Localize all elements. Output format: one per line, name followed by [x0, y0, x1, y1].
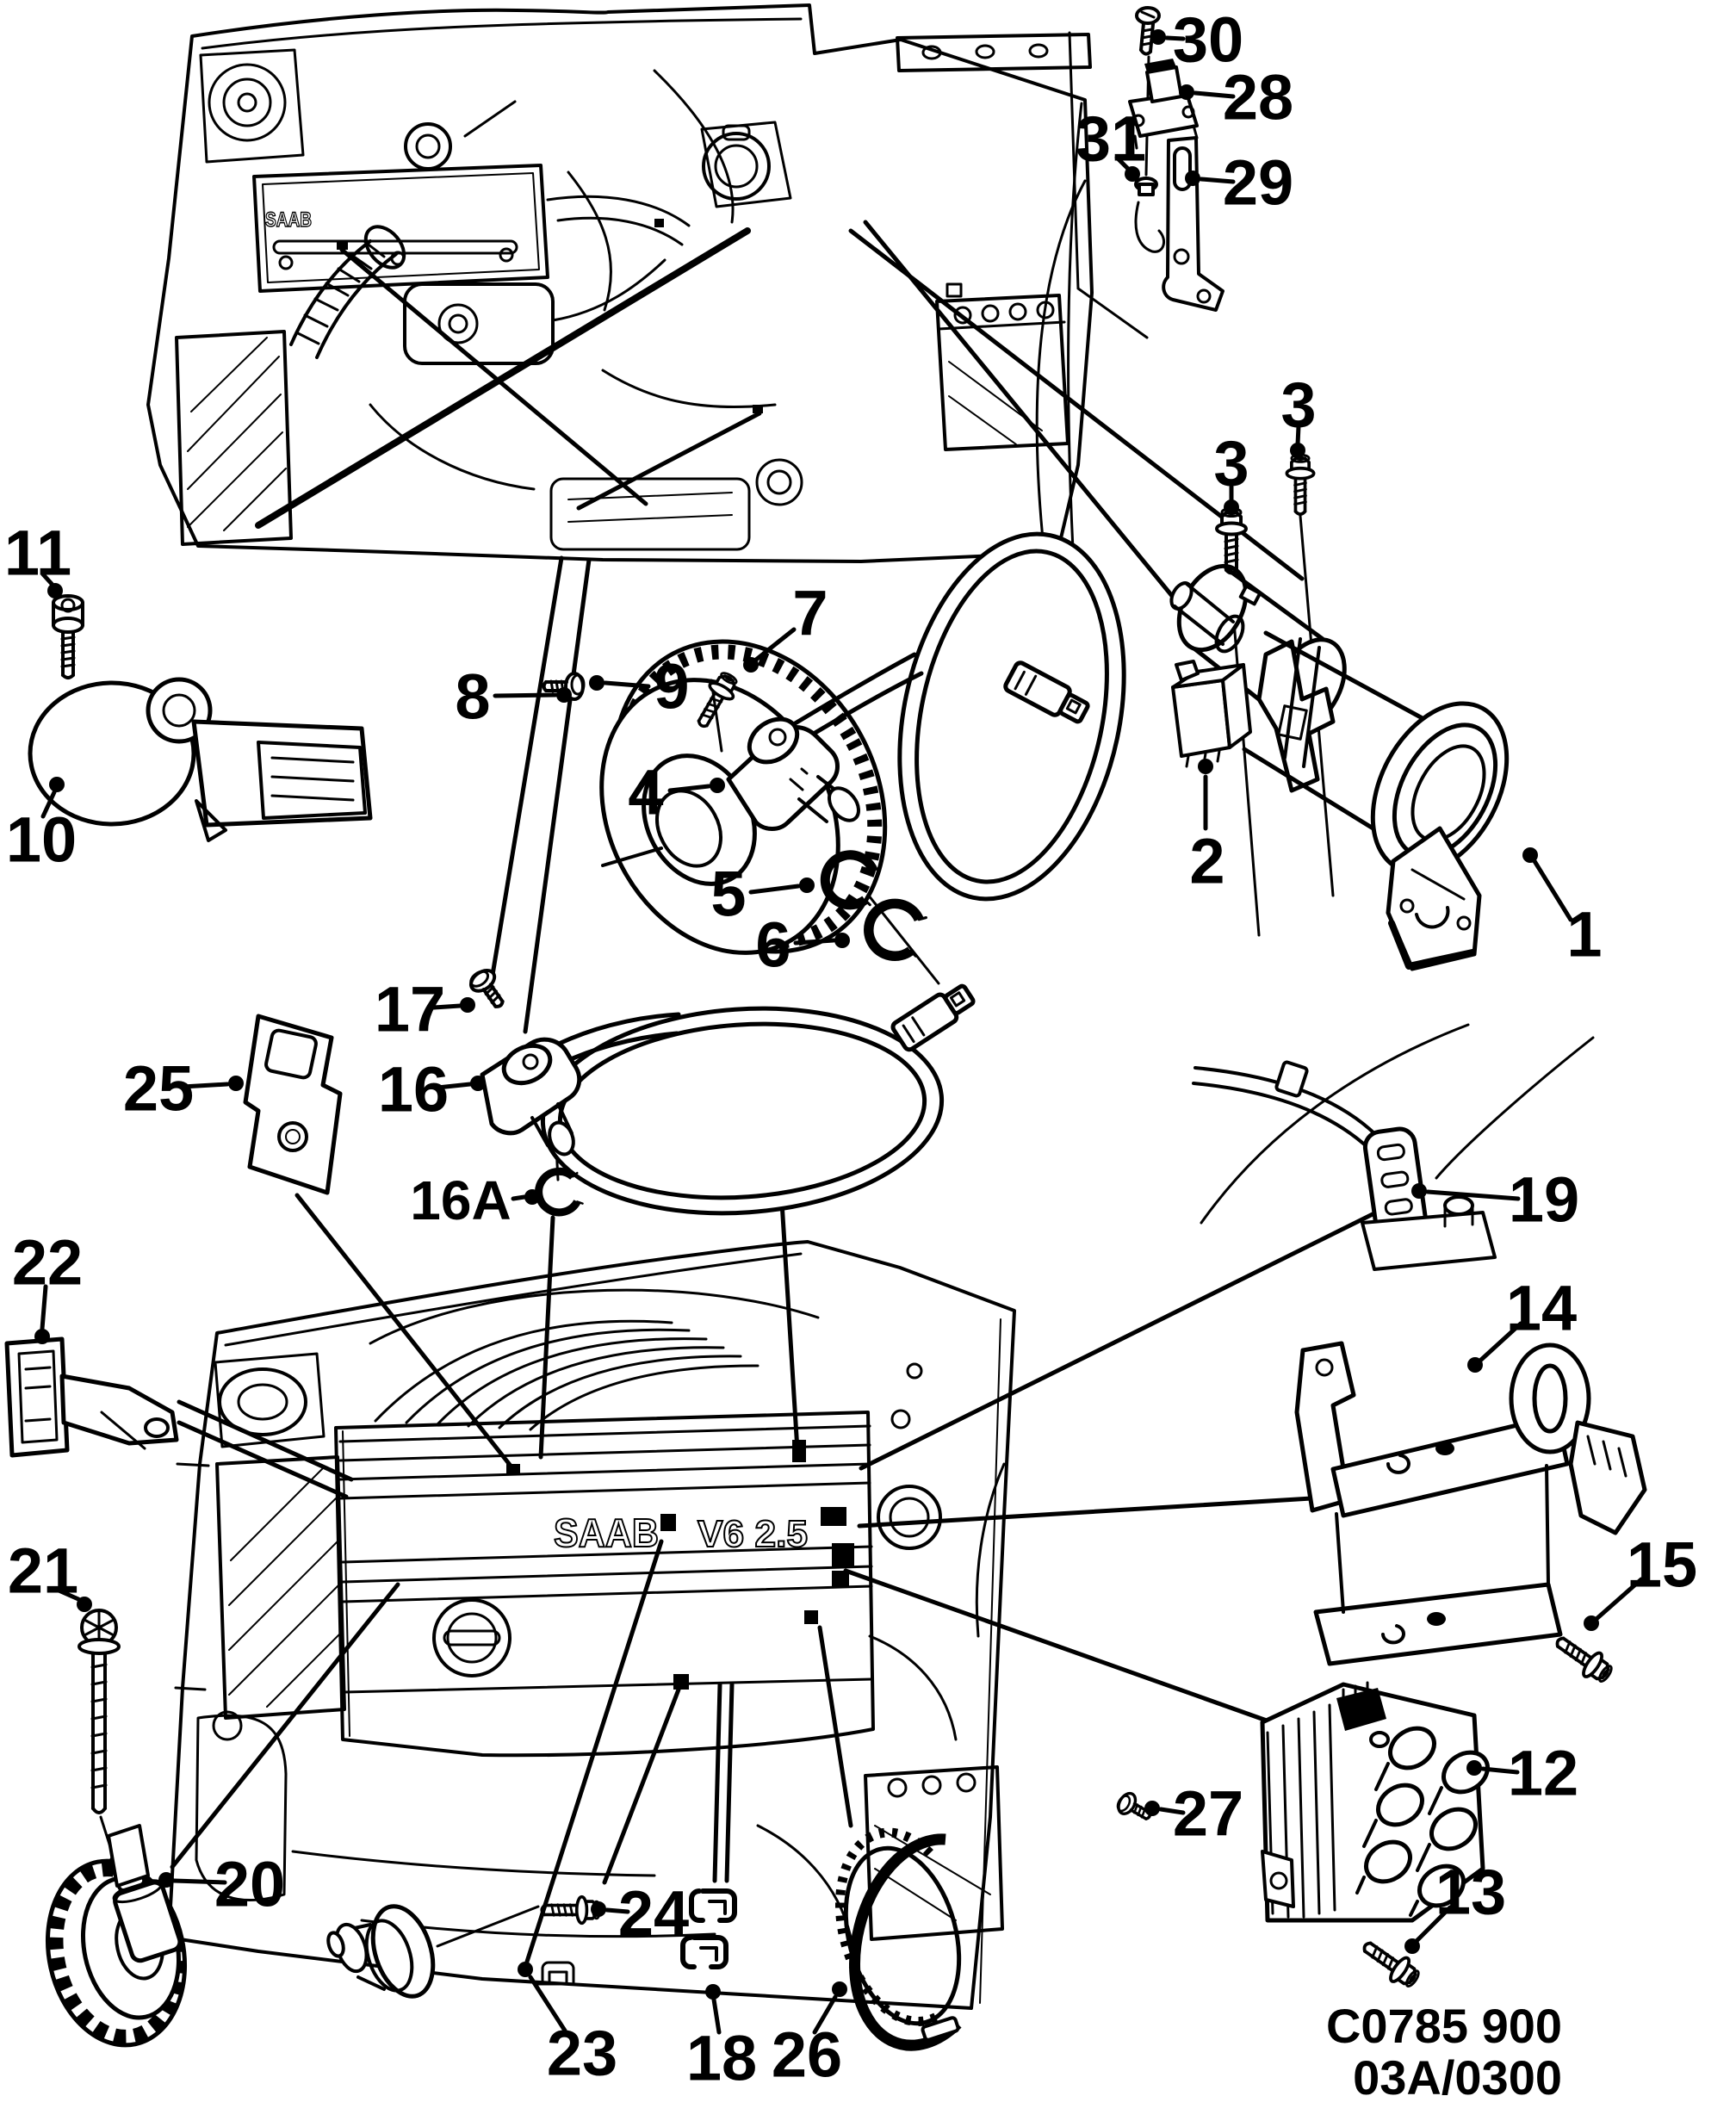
callout-26-label: 26: [772, 2019, 842, 2091]
callout-20-label: 20: [214, 1849, 285, 1920]
engine-bay-top-drawing: [146, 3, 1149, 563]
callout-3a: 3: [1213, 428, 1249, 515]
knock-sensor-10-drawing: [28, 677, 373, 842]
grommet-19-drawing: [1192, 1023, 1595, 1271]
callout-28: 28: [1179, 62, 1293, 133]
camshaft-sensor-28-drawing: [1128, 59, 1199, 150]
callout-13-label: 13: [1435, 1857, 1506, 1928]
callouts: 1 2 3 3 4 5 6 7 8 9 10 11: [4, 4, 1697, 2094]
callout-22: 22: [12, 1227, 83, 1344]
callout-7-label: 7: [792, 578, 828, 649]
callout-14-label: 14: [1506, 1273, 1577, 1344]
callout-10-label: 10: [6, 804, 77, 876]
bracket-25-drawing: [243, 1014, 343, 1195]
crank-sensor-4-drawing: [726, 531, 1126, 902]
bolt-3a-drawing: [1215, 506, 1248, 575]
callout-8: 8: [455, 661, 572, 733]
engine-leader-lines: [170, 220, 1375, 1964]
callout-23-label: 23: [547, 2018, 617, 2089]
engine-bottom-badge2-text: V6 2.5: [698, 1513, 808, 1555]
callout-14: 14: [1467, 1273, 1577, 1373]
callout-31: 31: [1076, 103, 1146, 182]
callout-29: 29: [1185, 147, 1293, 219]
callout-15-label: 15: [1627, 1529, 1697, 1601]
bolt-21-drawing: [78, 1609, 121, 1814]
callout-16-label: 16: [378, 1054, 449, 1126]
callout-25: 25: [123, 1053, 244, 1125]
bracket-14-drawing: [1294, 1341, 1647, 1666]
callout-28-label: 28: [1223, 62, 1293, 133]
callout-16a-label: 16A: [410, 1169, 511, 1231]
callout-25-label: 25: [123, 1053, 194, 1125]
callout-11: 11: [4, 518, 71, 598]
gear-and-sensor-20-drawing: [45, 1824, 188, 2048]
figure-code-2: 03A/0300: [1353, 2050, 1562, 2105]
callout-1: 1: [1522, 847, 1603, 970]
engine-bay-bottom-drawing: [167, 1240, 1016, 2010]
callout-9-label: 9: [654, 651, 689, 722]
figure-code: C0785 900: [1326, 1999, 1562, 2053]
socket-bolt-11-drawing: [52, 594, 84, 679]
callout-2: 2: [1189, 759, 1225, 897]
callout-20: 20: [158, 1849, 285, 1920]
callout-24-label: 24: [618, 1878, 689, 1950]
nut-31-drawing: [1134, 177, 1166, 253]
callout-29-label: 29: [1223, 147, 1293, 219]
bolt-3b-drawing: [1285, 453, 1316, 516]
callout-3b-label: 3: [1280, 369, 1316, 441]
callout-6: 6: [755, 909, 850, 981]
callout-9: 9: [589, 651, 690, 722]
callout-1-label: 1: [1566, 899, 1602, 970]
callout-4: 4: [628, 757, 725, 828]
callout-10: 10: [6, 777, 77, 876]
callout-7: 7: [743, 578, 828, 673]
callout-30-label: 30: [1173, 4, 1243, 76]
callout-31-label: 31: [1076, 103, 1146, 175]
callout-15: 15: [1584, 1529, 1697, 1631]
callout-5-label: 5: [710, 859, 746, 930]
callout-26: 26: [772, 1981, 847, 2091]
callout-16: 16: [378, 1054, 486, 1126]
callout-2-label: 2: [1189, 826, 1224, 897]
ignition-coil-12-drawing: [1260, 1681, 1490, 1923]
cam-sensor-16-drawing: [480, 983, 976, 1216]
callout-22-label: 22: [12, 1227, 83, 1299]
clips-18-drawing: [680, 1888, 737, 1969]
callout-21: 21: [8, 1535, 92, 1612]
callout-19-label: 19: [1509, 1164, 1579, 1236]
callout-5: 5: [710, 859, 815, 930]
bracket-22-drawing: [4, 1336, 179, 1458]
callout-17-label: 17: [375, 974, 445, 1045]
bolt-15-drawing: [1548, 1628, 1618, 1690]
callout-23: 23: [518, 1962, 617, 2089]
engine-bottom-badge-text: SAAB: [554, 1510, 659, 1555]
bracket-29-drawing: [1162, 136, 1224, 312]
engine-top-badge-text: SAAB: [265, 208, 312, 232]
callout-27: 27: [1144, 1778, 1243, 1850]
callout-12: 12: [1466, 1738, 1578, 1809]
callout-21-label: 21: [8, 1535, 78, 1607]
callout-24: 24: [591, 1878, 689, 1950]
callout-11-label: 11: [4, 518, 71, 589]
callout-27-label: 27: [1173, 1778, 1243, 1850]
starter-motor-1-drawing: [1169, 563, 1510, 971]
callout-18: 18: [686, 1984, 757, 2094]
callout-17: 17: [375, 974, 475, 1045]
callout-3a-label: 3: [1213, 428, 1249, 499]
reluctor-ring-26-drawing: [835, 1827, 962, 2051]
callout-12-label: 12: [1508, 1738, 1578, 1809]
callout-16a: 16A: [410, 1169, 540, 1231]
relay-2-drawing: [1171, 660, 1252, 768]
cam-sensor-23-drawing: [326, 1904, 575, 1999]
callout-19: 19: [1411, 1164, 1579, 1236]
callout-8-label: 8: [455, 661, 490, 733]
callout-30: 30: [1150, 4, 1243, 76]
callout-3b: 3: [1280, 369, 1317, 458]
callout-6-label: 6: [755, 909, 790, 981]
callout-4-label: 4: [628, 757, 663, 828]
callout-13: 13: [1404, 1857, 1506, 1954]
callout-18-label: 18: [686, 2023, 757, 2094]
